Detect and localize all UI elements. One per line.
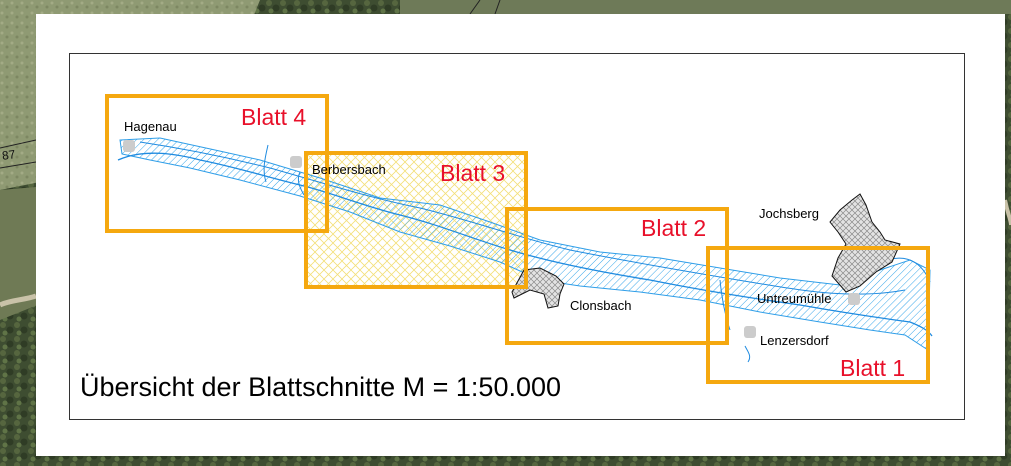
place-label-untreumuehle: Untreumühle: [757, 291, 832, 306]
place-marker-hagenau: [123, 140, 135, 152]
place-label-hagenau: Hagenau: [124, 119, 177, 134]
sheet-label-4: Blatt 4: [241, 104, 307, 130]
place-label-jochsberg: Jochsberg: [759, 206, 819, 221]
place-marker-lenzersdorf: [744, 326, 756, 338]
sheet-label-2: Blatt 2: [641, 215, 707, 241]
sheet-frame-3: [304, 151, 528, 289]
sheet-frame-4: [105, 94, 329, 233]
place-label-clonsbach: Clonsbach: [570, 298, 632, 313]
place-marker-untreumuehle: [848, 293, 860, 305]
sheet-label-1: Blatt 1: [840, 355, 906, 381]
sheet-frame-1: [706, 246, 930, 384]
sheet-label-3: Blatt 3: [440, 160, 506, 186]
place-marker-berbersbach: [290, 156, 302, 168]
settlement-jochsberg: [829, 193, 901, 293]
river-line: [117, 152, 933, 337]
map-caption: Übersicht der Blattschnitte M = 1:50.000: [80, 372, 562, 402]
sheet-frame-2: [505, 207, 729, 345]
place-label-berbersbach: Berbersbach: [312, 162, 386, 177]
place-label-lenzersdorf: Lenzersdorf: [760, 333, 829, 348]
map-frame: [69, 53, 965, 420]
